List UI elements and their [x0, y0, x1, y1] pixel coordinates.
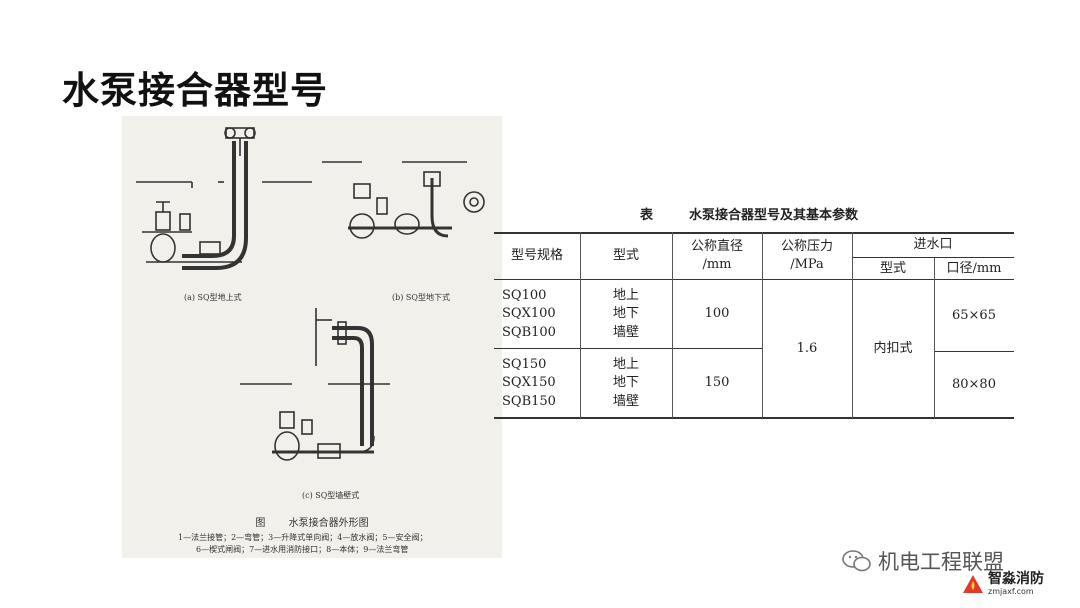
figure-legend-line-2: 6—楔式闸阀；7—进水用消防接口；8—本体；9—法兰弯管 — [196, 545, 409, 554]
slide-title: 水泵接合器型号 — [62, 69, 328, 112]
group2-models: SQ150 SQX150 SQB150 — [494, 349, 580, 417]
flame-triangle-icon — [963, 575, 983, 593]
header-diameter-unit: /mm — [702, 257, 732, 273]
brand-name: 智淼消防 — [988, 571, 1044, 587]
figure-caption-a: (a) SQ型地上式 — [184, 293, 242, 302]
pump-adapter-drawing: (a) SQ型地上式 (b) SQ型地下式 (c) SQ型墙壁式 图 水泵接合器… — [122, 116, 502, 558]
group1-inlet-size: 65×65 — [952, 308, 996, 324]
inlet-type-value: 内扣式 — [873, 340, 913, 356]
header-pressure-label: 公称压力 — [780, 239, 833, 255]
table-row-type: 墙壁 — [612, 324, 639, 340]
group1-diameter: 100 — [704, 306, 730, 322]
header-inlet-type: 型式 — [879, 261, 906, 277]
figure-legend-line-1: 1—法兰接管；2—弯管；3—升降式单向阀；4—放水阀；5—安全阀； — [178, 533, 428, 542]
table-row-type: 地上 — [612, 287, 639, 303]
table-caption-title: 水泵接合器型号及其基本参数 — [689, 208, 859, 223]
header-diameter: 公称直径 /mm — [672, 232, 762, 280]
figure-caption-b: (b) SQ型地下式 — [392, 293, 450, 302]
group2-inlet-size: 80×80 — [952, 376, 996, 392]
figure-title: 图 水泵接合器外形图 — [255, 518, 369, 529]
group1-models: SQ100 SQX100 SQB100 — [494, 280, 580, 348]
header-type: 型式 — [612, 248, 639, 264]
brand-url: zmjaxf.com — [988, 587, 1034, 596]
group1-types: 地上 地下 墙壁 — [580, 280, 672, 348]
table-row-type: 地下 — [612, 306, 639, 322]
table-row-model: SQX100 — [502, 306, 556, 322]
group2-diameter: 150 — [704, 375, 730, 391]
pressure-value: 1.6 — [796, 340, 818, 356]
table-row-model: SQB100 — [502, 324, 556, 340]
table-caption: 表 水泵接合器型号及其基本参数 — [640, 204, 858, 223]
table-row-model: SQ100 — [502, 287, 547, 303]
header-diameter-label: 公称直径 — [690, 239, 743, 255]
watermark-text: 机电工程联盟 — [878, 550, 1004, 574]
table-row-model: SQ150 — [502, 356, 547, 372]
header-pressure: 公称压力 /MPa — [762, 232, 852, 280]
table-row-model: SQX150 — [502, 375, 556, 391]
table-row-type: 地上 — [612, 356, 639, 372]
brand-logo: 智淼消防 zmjaxf.com — [962, 572, 1044, 596]
header-inlet: 进水口 — [913, 237, 953, 253]
header-model: 型号规格 — [510, 248, 563, 264]
header-inlet-size: 口径/mm — [946, 261, 1002, 277]
table-caption-label: 表 — [640, 208, 654, 223]
wechat-icon — [842, 550, 871, 572]
figure-caption-c: (c) SQ型墙壁式 — [302, 491, 360, 500]
table-row-type: 地下 — [612, 375, 639, 391]
group2-types: 地上 地下 墙壁 — [580, 349, 672, 417]
header-pressure-unit: /MPa — [790, 257, 824, 273]
table-row-model: SQB150 — [502, 393, 556, 409]
table-row-type: 墙壁 — [612, 393, 639, 409]
watermark: 机电工程联盟 — [842, 546, 1004, 576]
spec-table: 型号规格 型式 公称直径 /mm 公称压力 /MPa 进水口 型式 口径/mm … — [494, 232, 1014, 419]
pump-adapter-line-art — [136, 127, 485, 461]
